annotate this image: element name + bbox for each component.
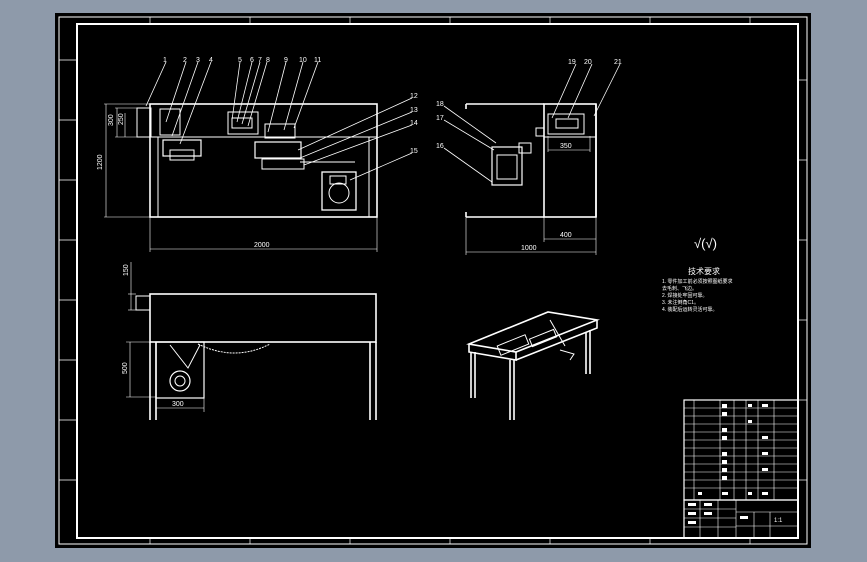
balloon-16: 16 [436,143,444,150]
dim-150: 150 [123,264,130,276]
outer-frame [58,16,808,545]
balloon-3: 3 [196,57,200,64]
notes-line-2: 去毛刺、飞边。 [662,285,697,292]
dim-width-1000: 1000 [521,245,537,252]
front-view[interactable] [136,103,378,218]
dim-300: 300 [108,114,115,126]
zone-ticks [59,17,807,544]
balloon-1: 1 [163,57,167,64]
balloon-19: 19 [568,59,576,66]
side-view-balloons: 19 20 21 18 17 16 [436,59,622,150]
title-block-glyphs: 1:1 [688,503,783,524]
side-view[interactable] [465,103,597,218]
dim-300-bottom: 300 [172,401,184,408]
dim-height-1200: 1200 [97,154,104,170]
title-block-scale: 1:1 [774,518,783,524]
title-block [683,499,799,539]
dim-width-2000: 2000 [254,242,270,249]
balloon-9: 9 [284,57,288,64]
front-view-balloons: 1 2 3 4 5 6 7 8 9 10 11 12 13 14 15 [163,57,418,155]
front-view-dims [104,103,378,252]
notes-title: 技术要求 [688,266,720,276]
dim-350: 350 [560,143,572,150]
isometric-view[interactable] [466,311,600,420]
inner-frame [76,23,799,539]
balloon-5: 5 [238,57,242,64]
balloon-10: 10 [299,57,307,64]
balloon-7: 7 [258,57,262,64]
side-view-dims [465,136,597,255]
notes-line-3: 2. 焊接处牢固可靠。 [662,292,708,299]
side-view-dim-text: 350 400 1000 [521,143,572,252]
front-view-dim-text: 1200 300 250 2000 [97,113,270,249]
notes-line-5: 4. 装配后运转灵活可靠。 [662,306,718,313]
notes-line-1: 1. 零件加工前必须按照图纸要求 [662,278,733,285]
balloon-8: 8 [266,57,270,64]
balloon-18: 18 [436,101,444,108]
roughness-symbol: √(√) [694,236,717,251]
balloon-2: 2 [183,57,187,64]
side-view-leaders [443,63,621,183]
balloon-11: 11 [314,57,321,64]
balloon-20: 20 [584,59,592,66]
balloon-21: 21 [614,59,622,66]
balloon-6: 6 [250,57,254,64]
balloon-13: 13 [410,107,418,114]
balloon-12: 12 [410,93,418,100]
dim-250: 250 [118,113,125,125]
top-view-dim-text: 150 500 300 [122,264,184,408]
balloon-17: 17 [436,115,444,122]
front-view-leaders [145,61,413,181]
dim-400: 400 [560,232,572,239]
parts-list-glyphs [698,404,768,495]
notes-line-4: 3. 未注倒角C1。 [662,299,699,306]
dim-500: 500 [122,362,129,374]
balloon-15: 15 [410,148,418,155]
balloon-14: 14 [410,120,418,127]
top-view[interactable] [135,293,377,420]
drawing-sheet [55,13,811,548]
balloon-4: 4 [209,57,213,64]
top-view-dims [126,262,205,412]
technical-notes: √(√) 技术要求 1. 零件加工前必须按照图纸要求 去毛刺、飞边。 2. 焊接… [662,236,733,313]
